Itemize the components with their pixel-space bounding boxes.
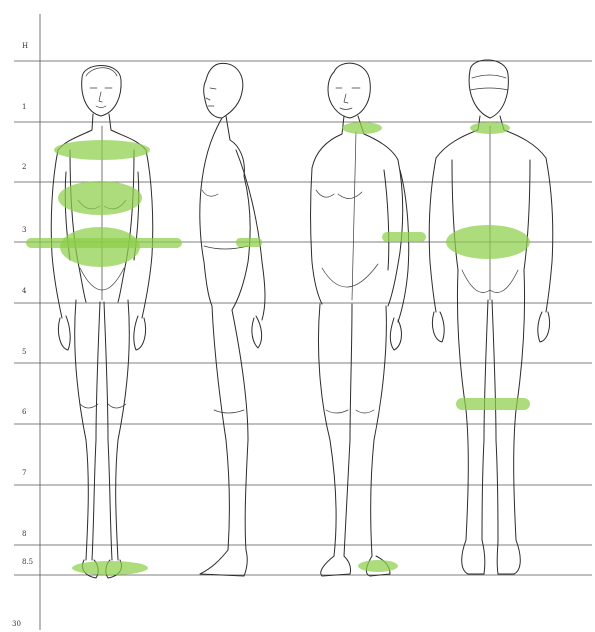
three-quarter-view-figure <box>311 63 427 576</box>
front-feet-highlight <box>72 561 148 575</box>
side-view-figure <box>200 63 265 576</box>
front-view-figure <box>26 66 182 579</box>
three-quarter-foot-highlight <box>358 560 398 572</box>
horizontal-guides <box>14 61 592 575</box>
front-bust-highlight <box>58 181 142 215</box>
three-quarter-waist-highlight <box>382 232 426 242</box>
front-shoulder-highlight <box>54 140 150 160</box>
back-knee-highlight <box>456 398 530 410</box>
side-waist-highlight <box>236 238 262 247</box>
front-waist-band-highlight <box>26 238 182 248</box>
back-waist-highlight <box>446 225 530 259</box>
three-quarter-neck-highlight <box>342 122 382 134</box>
back-view-figure <box>429 60 553 574</box>
back-neck-highlight <box>470 122 510 134</box>
